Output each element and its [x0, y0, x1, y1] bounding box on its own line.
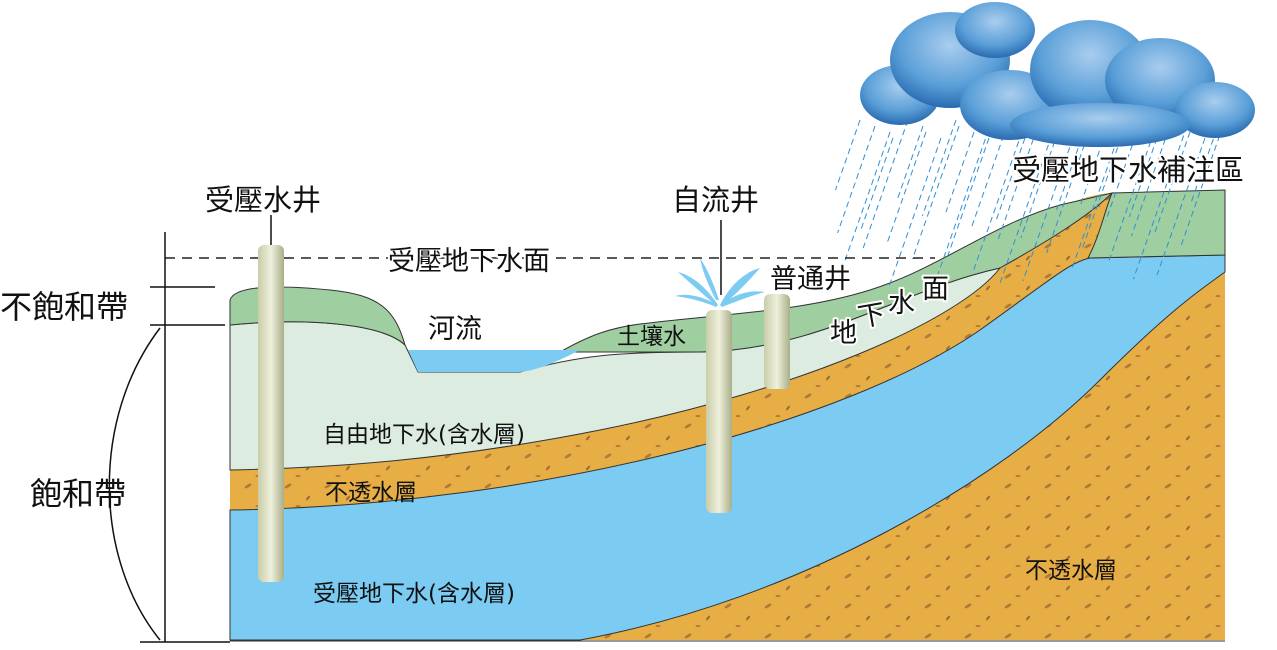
- label-recharge-area: 受壓地下水補注區: [1012, 153, 1244, 187]
- rain-streak: [839, 131, 891, 277]
- label-river: 河流: [428, 314, 482, 345]
- rain-streak: [911, 125, 960, 260]
- label-potentiometric-surface: 受壓地下水面: [388, 246, 550, 277]
- rain-streak: [996, 119, 1041, 243]
- rain-streak: [835, 119, 861, 191]
- rain-streak: [937, 119, 993, 275]
- rain-streak: [837, 125, 876, 234]
- rain-streak: [1071, 119, 1125, 269]
- label-artesian-well: 自流井: [672, 183, 759, 217]
- rain-streak: [1105, 125, 1140, 222]
- rain-streak: [994, 137, 1026, 224]
- label-unsaturated-zone: 不飽和帶: [0, 288, 128, 326]
- rain-streak: [1107, 131, 1155, 265]
- rain-streak: [1132, 125, 1188, 280]
- rain-streak: [973, 131, 1023, 271]
- label-confined-aquifer: 受壓地下水(含水層): [313, 581, 515, 607]
- zone-bracket: [108, 232, 230, 643]
- rain-streak: [1020, 131, 1059, 239]
- label-water-table-4: 面: [922, 274, 949, 305]
- rain-streak: [945, 131, 975, 213]
- rain-streak: [888, 137, 942, 288]
- rain-streak: [1046, 125, 1092, 254]
- artesian-well: [706, 310, 732, 513]
- label-saturated-zone: 飽和帶: [30, 475, 126, 513]
- rain-streak: [860, 137, 894, 230]
- rain-streak: [1180, 125, 1224, 248]
- label-aquitard-lower: 不透水層: [1025, 558, 1117, 584]
- label-aquitard-upper: 不透水層: [325, 480, 417, 506]
- label-ordinary-well: 普通井: [770, 264, 851, 295]
- confined-well: [258, 245, 284, 582]
- rain-streak: [862, 119, 909, 249]
- label-confined-well: 受壓水井: [205, 183, 321, 217]
- label-water-table-3: 水: [888, 288, 915, 319]
- recharge-soil: [1087, 189, 1226, 259]
- rain-streak: [886, 131, 927, 245]
- rain-streak: [1154, 131, 1191, 233]
- label-water-table-2: 下: [856, 299, 888, 334]
- label-unconfined-aquifer: 自由地下水(含水層): [323, 422, 525, 448]
- rain-streak: [1128, 137, 1158, 218]
- label-soil-water: 土壤水: [617, 324, 686, 350]
- rain-streak: [896, 125, 924, 202]
- label-water-table-1: 地: [830, 318, 857, 349]
- rain-streak: [921, 119, 957, 217]
- artesian-spray-icon: [675, 258, 765, 307]
- rain-streak: [971, 125, 1008, 228]
- cloud-icon: [860, 2, 1255, 147]
- rain-streak: [1156, 137, 1206, 276]
- rain-streak: [947, 137, 990, 256]
- river-water: [408, 350, 580, 372]
- rain-streak: [998, 125, 1056, 286]
- ordinary-well: [764, 294, 790, 389]
- rain-streak: [1022, 137, 1074, 282]
